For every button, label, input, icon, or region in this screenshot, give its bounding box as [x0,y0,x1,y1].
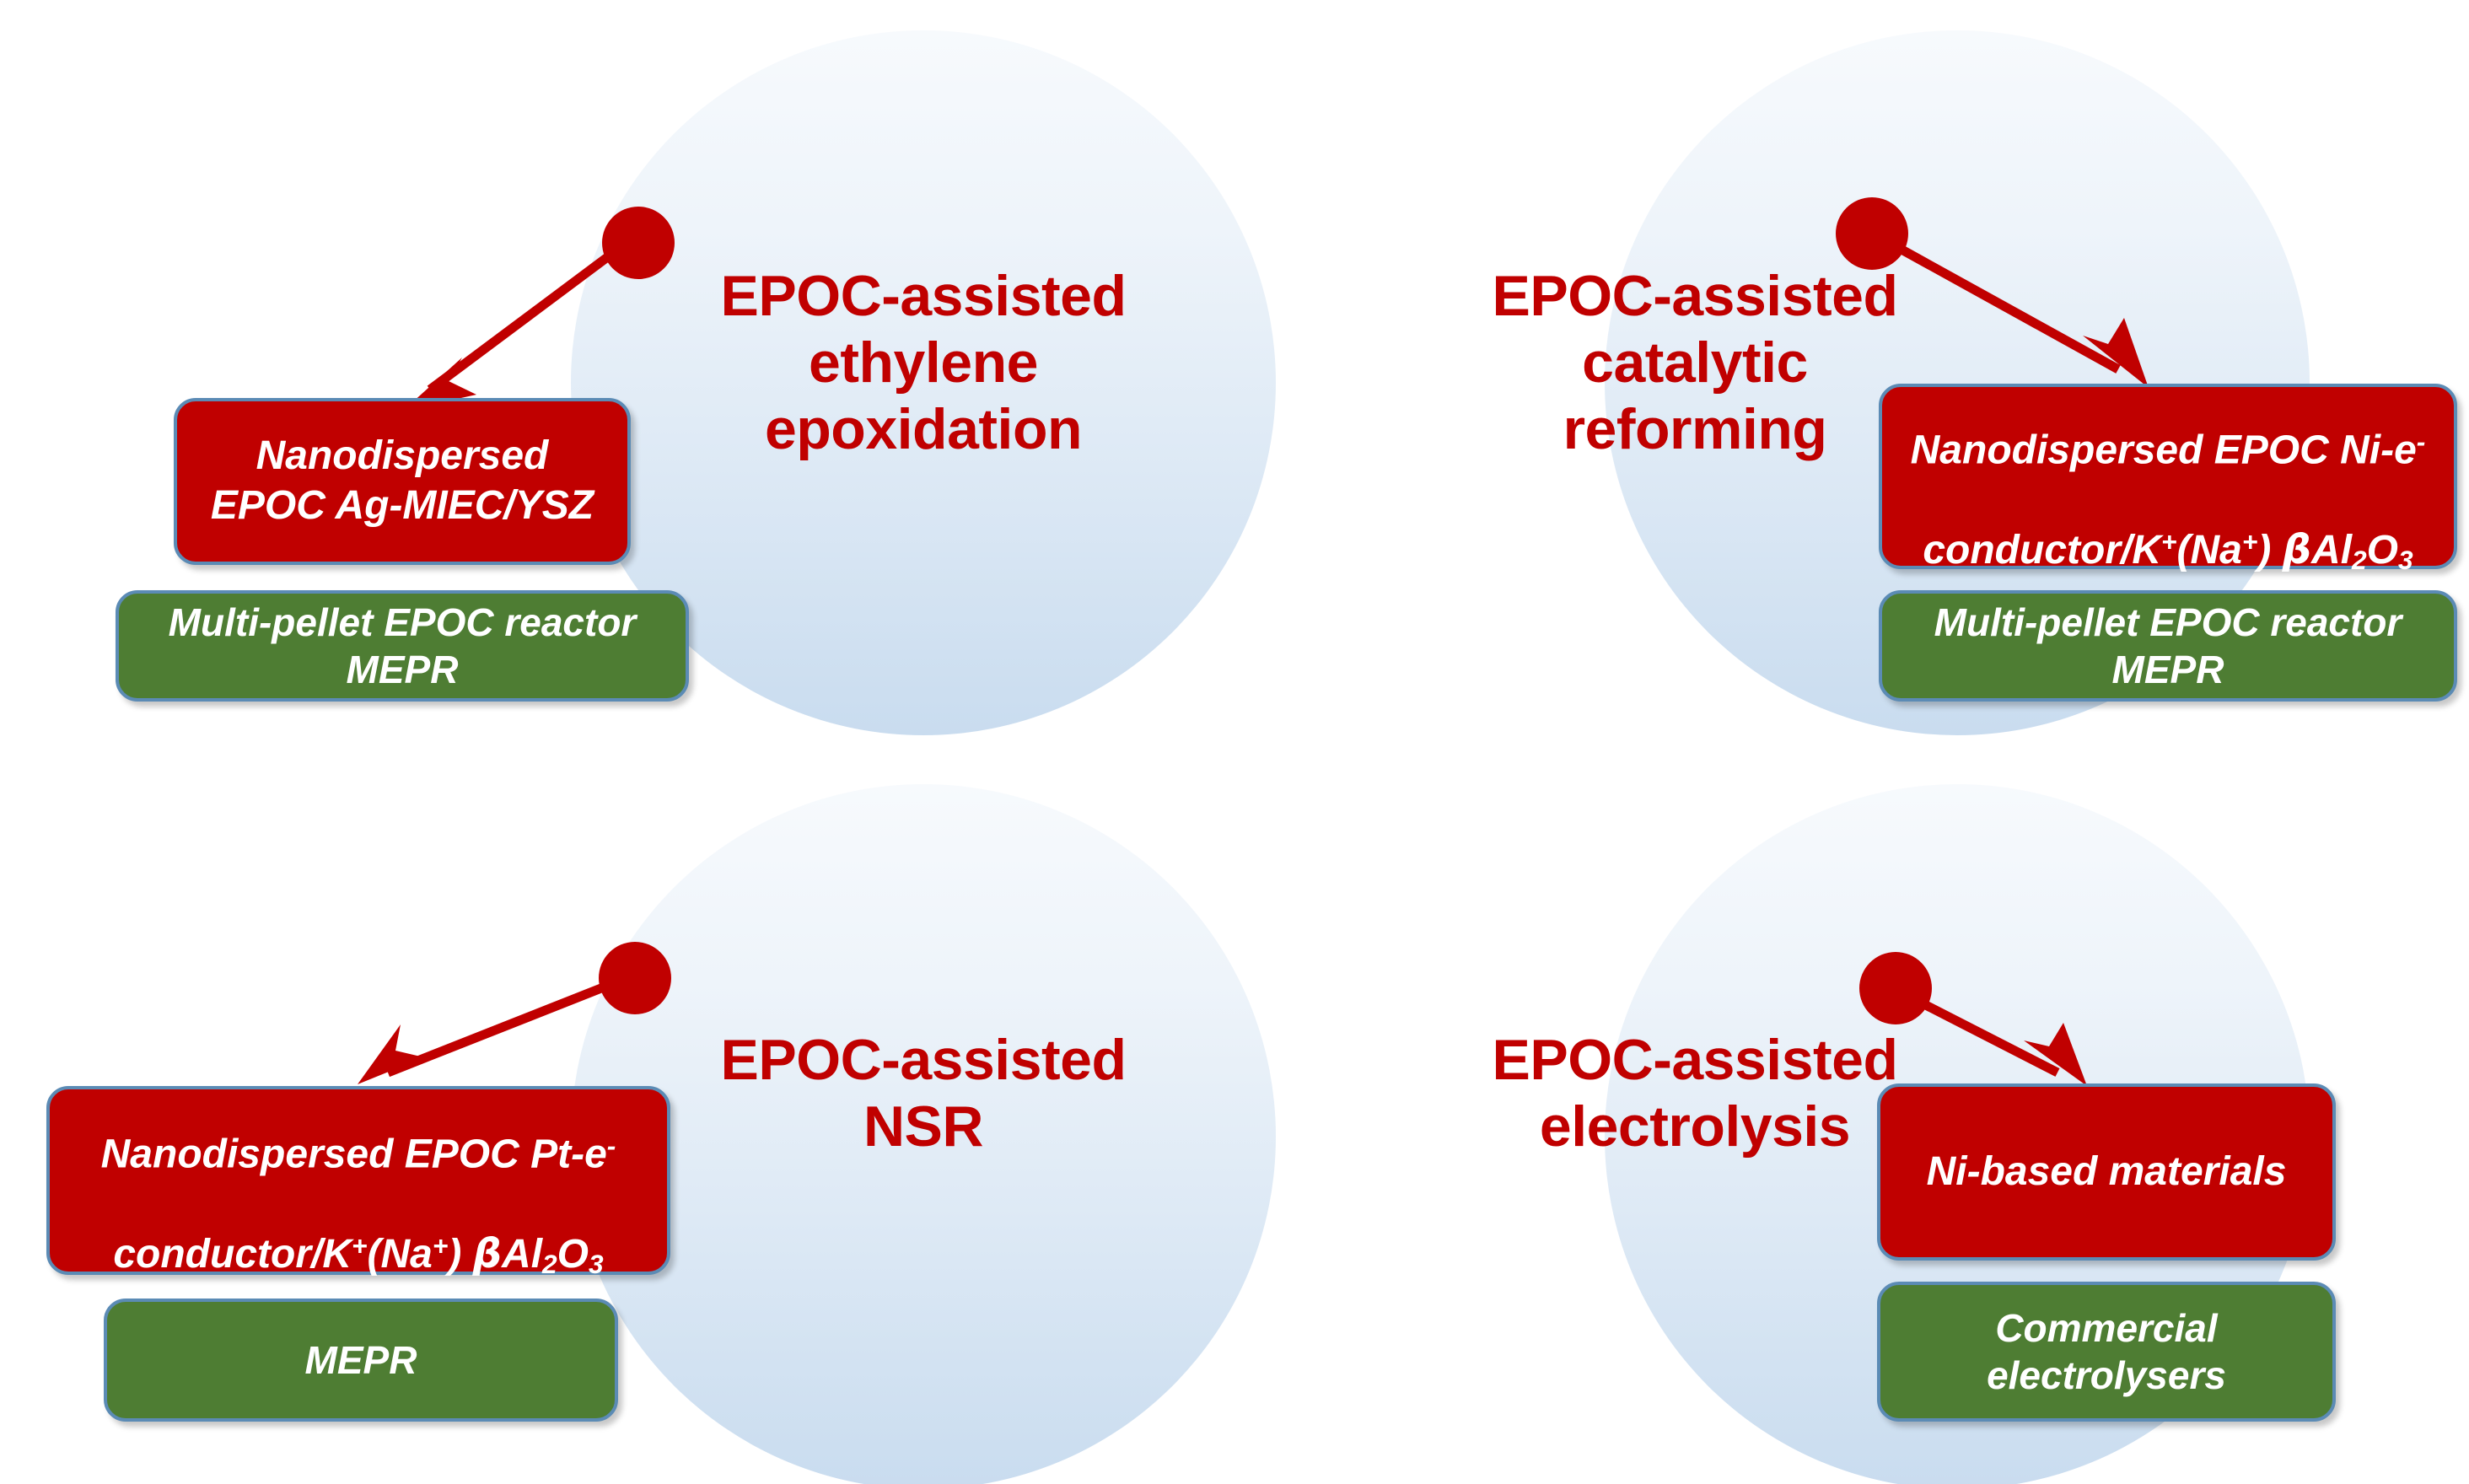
potassium-charge: + [2161,526,2177,557]
material-line-2d: Al [502,1231,543,1277]
circle-title-ethylene-epoxidation: EPOC-assisted ethylene epoxidation [720,264,1127,461]
sodium-charge: + [2241,526,2258,557]
al-subscript: 2 [2352,544,2367,575]
material-box-ethylene-epoxidation[interactable]: Nanodispersed EPOC Ag-MIEC/YSZ [174,398,631,565]
circle-nsr [571,784,1276,1484]
circle-title-nsr: EPOC-assisted NSR [720,1028,1127,1159]
electron-superscript: - [606,1131,616,1162]
o-subscript: 3 [589,1248,604,1279]
material-line-1: Nanodispersed EPOC Pt-e [100,1132,607,1177]
material-line-2d: Al [2311,527,2353,573]
material-box-electrolysis[interactable]: Ni-based materials [1877,1083,2336,1261]
material-line-2c: ) [2257,527,2283,573]
material-line-2b: (Na [2176,527,2242,573]
reactor-box-nsr[interactable]: MEPR [104,1298,618,1422]
reactor-box-ethylene-epoxidation[interactable]: Multi-pellet EPOC reactor MEPR [116,590,689,702]
o-subscript: 3 [2398,544,2413,575]
material-box-catalytic-reforming[interactable]: Nanodispersed EPOC Ni-e- conductor/K+(Na… [1879,384,2457,575]
material-line-2b: (Na [367,1231,433,1277]
beta-symbol: β [2282,525,2312,573]
circle-title-catalytic-reforming: EPOC-assisted catalytic reforming [1492,264,1898,461]
material-line-1: Nanodispersed EPOC Ni-e [1910,427,2417,473]
material-box-nsr[interactable]: Nanodispersed EPOC Pt-e- conductor/K+(Na… [46,1086,670,1279]
reactor-box-electrolysis[interactable]: Commercial electrolysers [1877,1282,2336,1422]
electron-superscript: - [2416,427,2426,458]
material-line-2c: ) [448,1231,473,1277]
material-line-2e: O [2366,527,2398,573]
circle-title-electrolysis: EPOC-assisted electrolysis [1492,1028,1898,1159]
sodium-charge: + [432,1230,449,1261]
material-line-2e: O [557,1231,589,1277]
material-line-2a: conductor/K [1923,527,2161,573]
potassium-charge: + [352,1230,368,1261]
reactor-box-catalytic-reforming[interactable]: Multi-pellet EPOC reactor MEPR [1879,590,2457,702]
material-line-2a: conductor/K [113,1231,352,1277]
al-subscript: 2 [542,1248,557,1279]
beta-symbol: β [472,1229,503,1277]
